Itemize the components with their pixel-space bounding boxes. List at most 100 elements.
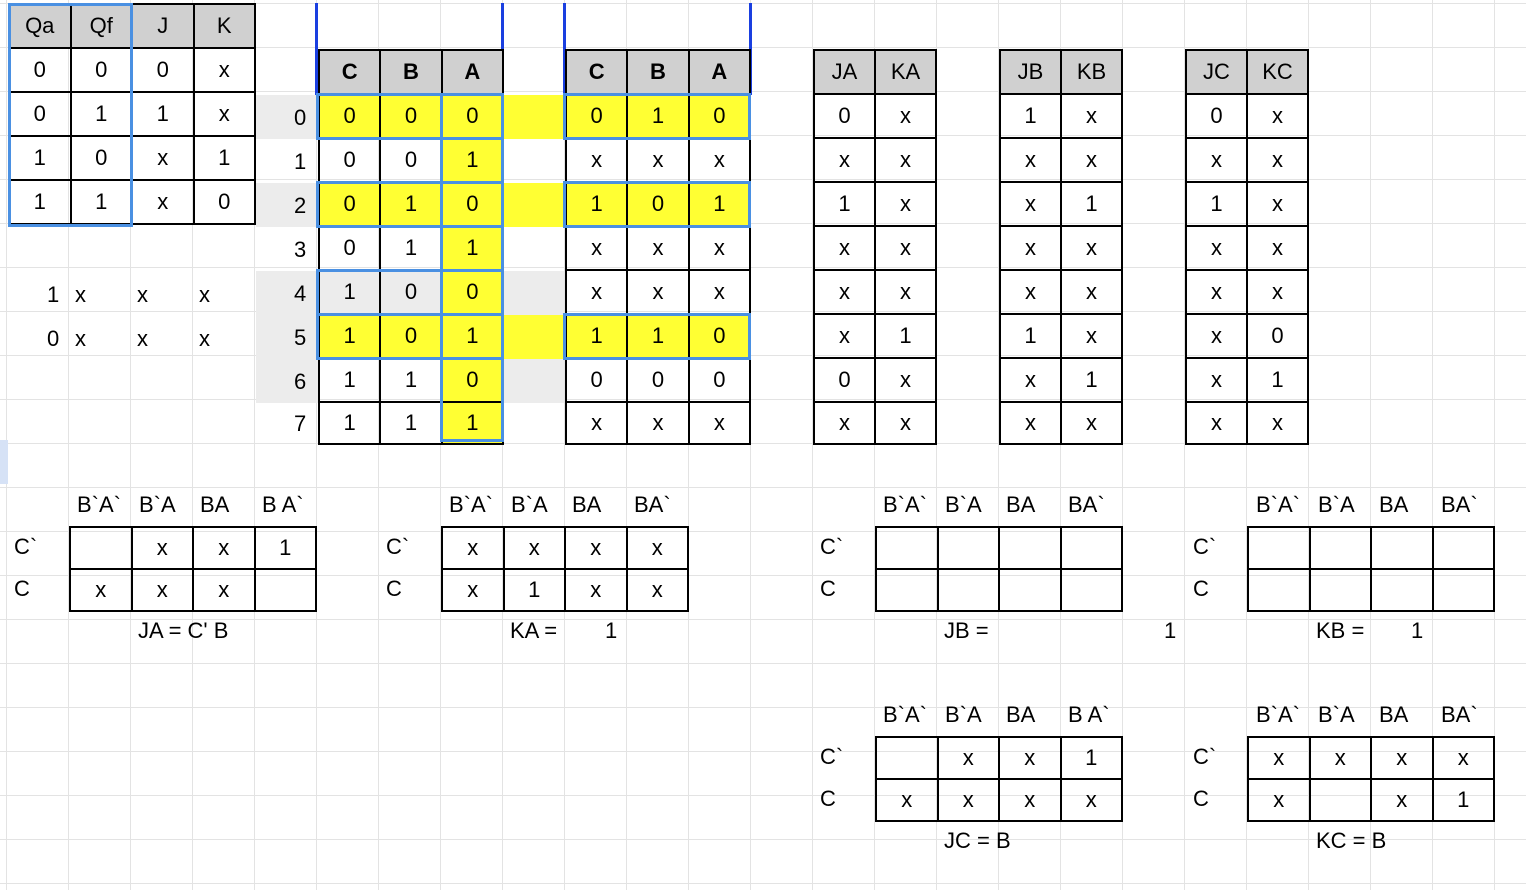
- cell[interactable]: 1: [564, 313, 629, 359]
- cell[interactable]: 0: [69, 135, 133, 181]
- cell[interactable]: x: [1185, 313, 1248, 359]
- jk-header-j[interactable]: J: [131, 3, 195, 49]
- cell[interactable]: x: [1060, 93, 1123, 139]
- cell[interactable]: x: [626, 269, 690, 315]
- kmap-cell[interactable]: x: [192, 526, 256, 570]
- cell[interactable]: x: [874, 93, 937, 139]
- cell[interactable]: x: [1185, 137, 1248, 183]
- cell[interactable]: 0: [813, 357, 876, 403]
- cell[interactable]: x: [874, 269, 937, 315]
- col-header-b[interactable]: B: [379, 49, 443, 95]
- kmap-cell[interactable]: x: [625, 568, 689, 612]
- kmap-cell[interactable]: x: [564, 526, 628, 570]
- kmap-cell[interactable]: [69, 526, 133, 570]
- cell[interactable]: 1: [69, 179, 133, 225]
- kmap-cell[interactable]: [1370, 526, 1434, 570]
- cell[interactable]: x: [1185, 357, 1248, 403]
- cell[interactable]: 0: [8, 47, 72, 93]
- col-header-a[interactable]: A: [440, 49, 505, 95]
- cell[interactable]: x: [1246, 137, 1309, 183]
- cell[interactable]: x: [874, 357, 937, 403]
- kmap-cell[interactable]: [875, 568, 939, 612]
- col-header-jb[interactable]: JB: [999, 49, 1062, 95]
- col-header-kc[interactable]: KC: [1246, 49, 1309, 95]
- cell[interactable]: 1: [8, 179, 72, 225]
- kmap-cell[interactable]: x: [192, 568, 256, 612]
- cell[interactable]: x: [1060, 313, 1123, 359]
- cell[interactable]: 1: [379, 181, 443, 227]
- cell[interactable]: x: [131, 179, 195, 225]
- kmap-cell[interactable]: x: [69, 568, 133, 612]
- col-header-c[interactable]: C: [564, 49, 629, 95]
- kmap-cell[interactable]: x: [998, 778, 1062, 822]
- cell[interactable]: x: [192, 47, 256, 93]
- kmap-cell[interactable]: x: [1247, 736, 1311, 780]
- cell[interactable]: x: [626, 225, 690, 271]
- cell[interactable]: 0: [317, 181, 382, 227]
- cell[interactable]: 1: [379, 357, 443, 403]
- cell[interactable]: 1: [874, 313, 937, 359]
- col-header-jc[interactable]: JC: [1185, 49, 1248, 95]
- col-header-a[interactable]: A: [687, 49, 752, 95]
- cell[interactable]: x: [813, 137, 876, 183]
- cell[interactable]: x: [192, 91, 256, 137]
- kmap-cell[interactable]: [875, 736, 939, 780]
- cell[interactable]: 0: [687, 93, 752, 139]
- cell[interactable]: 0: [192, 179, 256, 225]
- cell[interactable]: x: [813, 269, 876, 315]
- col-header-kb[interactable]: KB: [1060, 49, 1123, 95]
- kmap-cell[interactable]: x: [1308, 736, 1372, 780]
- cell[interactable]: 0: [69, 47, 133, 93]
- kmap-cell[interactable]: [1059, 526, 1123, 570]
- kmap-cell[interactable]: x: [502, 526, 566, 570]
- cell[interactable]: 0: [379, 93, 443, 139]
- kmap-cell[interactable]: 1: [253, 526, 317, 570]
- cell[interactable]: 0: [440, 181, 505, 227]
- cell[interactable]: x: [564, 401, 629, 445]
- cell[interactable]: x: [687, 269, 752, 315]
- cell[interactable]: x: [1246, 401, 1309, 445]
- cell[interactable]: 1: [1246, 357, 1309, 403]
- cell[interactable]: 1: [1185, 181, 1248, 227]
- col-header-c[interactable]: C: [317, 49, 382, 95]
- cell[interactable]: x: [999, 401, 1062, 445]
- cell[interactable]: x: [1246, 181, 1309, 227]
- cell[interactable]: 1: [1060, 181, 1123, 227]
- kmap-cell[interactable]: x: [1059, 778, 1123, 822]
- cell[interactable]: 1: [317, 401, 382, 445]
- kmap-cell[interactable]: x: [625, 526, 689, 570]
- cell[interactable]: x: [687, 401, 752, 445]
- cell[interactable]: x: [131, 135, 195, 181]
- kmap-cell[interactable]: x: [936, 778, 1000, 822]
- cell[interactable]: x: [564, 269, 629, 315]
- jk-header-qf[interactable]: Qf: [69, 3, 133, 49]
- cell[interactable]: x: [1060, 269, 1123, 315]
- jk-header-k[interactable]: K: [192, 3, 256, 49]
- cell[interactable]: 0: [687, 313, 752, 359]
- cell[interactable]: 1: [317, 357, 382, 403]
- kmap-cell[interactable]: [1308, 778, 1372, 822]
- kmap-cell[interactable]: 1: [1059, 736, 1123, 780]
- cell[interactable]: 1: [440, 313, 505, 359]
- cell[interactable]: x: [813, 225, 876, 271]
- cell[interactable]: x: [626, 137, 690, 183]
- cell[interactable]: 1: [687, 181, 752, 227]
- cell[interactable]: x: [999, 137, 1062, 183]
- cell[interactable]: 0: [564, 357, 629, 403]
- cell[interactable]: 0: [440, 357, 505, 403]
- kmap-cell[interactable]: [1247, 526, 1311, 570]
- kmap-cell[interactable]: [1247, 568, 1311, 612]
- cell[interactable]: 0: [317, 225, 382, 271]
- kmap-cell[interactable]: x: [130, 568, 194, 612]
- cell[interactable]: 1: [440, 401, 505, 445]
- cell[interactable]: 1: [317, 313, 382, 359]
- cell[interactable]: x: [874, 181, 937, 227]
- cell[interactable]: 1: [440, 225, 505, 271]
- cell[interactable]: 0: [1246, 313, 1309, 359]
- cell[interactable]: x: [999, 269, 1062, 315]
- cell[interactable]: 1: [1060, 357, 1123, 403]
- col-header-ja[interactable]: JA: [813, 49, 876, 95]
- kmap-cell[interactable]: x: [564, 568, 628, 612]
- cell[interactable]: 1: [564, 181, 629, 227]
- kmap-cell[interactable]: x: [1370, 778, 1434, 822]
